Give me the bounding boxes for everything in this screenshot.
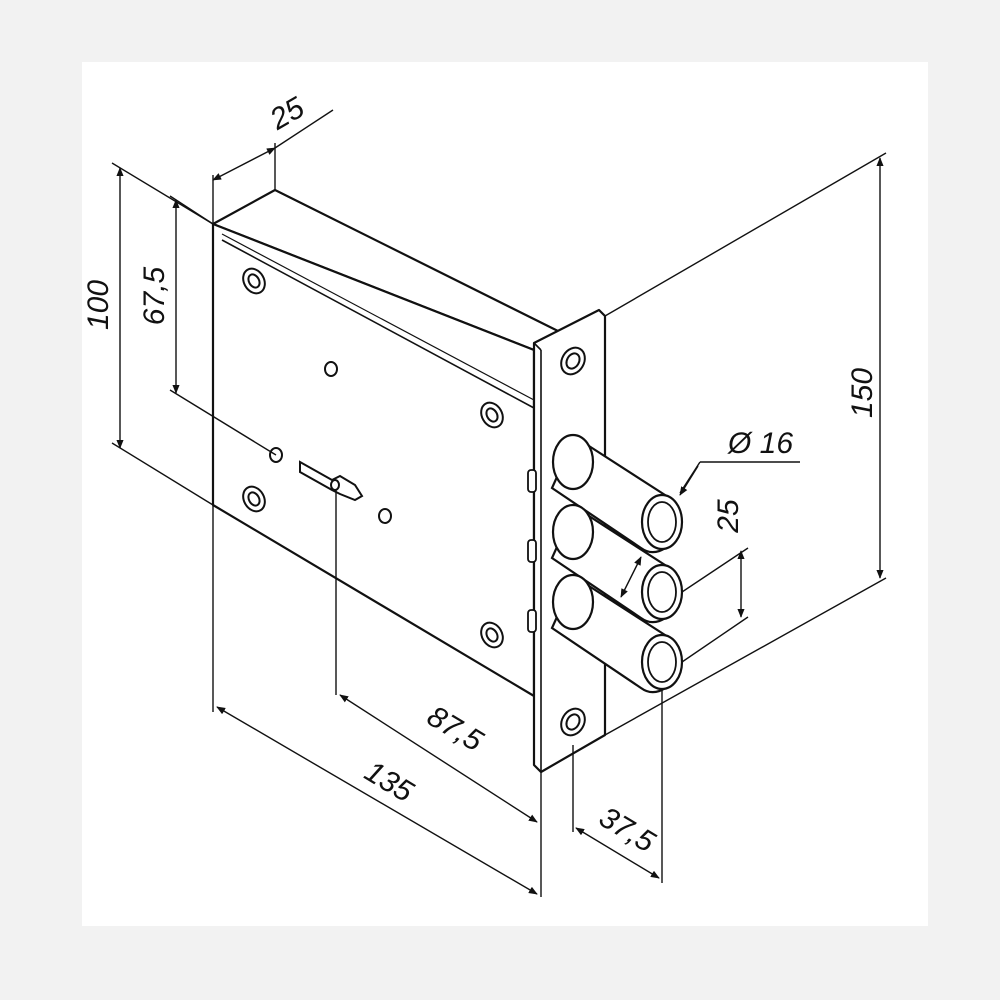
dim-bolt-projection: 37,5	[593, 801, 660, 860]
pin-hole	[378, 508, 392, 524]
dim-total-height: 100	[82, 280, 115, 330]
bolts	[550, 433, 684, 694]
bolt-middle	[550, 503, 684, 624]
dim-bolt-diameter: Ø 16	[727, 427, 793, 460]
bolt-bottom	[550, 573, 684, 694]
faceplate-holes	[560, 346, 586, 737]
dim-faceplate-height: 150	[846, 368, 879, 418]
pin-hole	[324, 361, 338, 377]
keyhole	[299, 460, 364, 502]
dim-key-height: 67,5	[138, 266, 171, 325]
dim-bolt-spacing: 25	[712, 499, 745, 534]
bolt-top	[550, 433, 684, 554]
dim-key-offset: 87,5	[421, 700, 488, 759]
case-holes	[242, 267, 504, 649]
dimension-lines	[111, 109, 887, 897]
dim-case-length: 135	[359, 755, 419, 809]
lock-body	[211, 188, 607, 774]
